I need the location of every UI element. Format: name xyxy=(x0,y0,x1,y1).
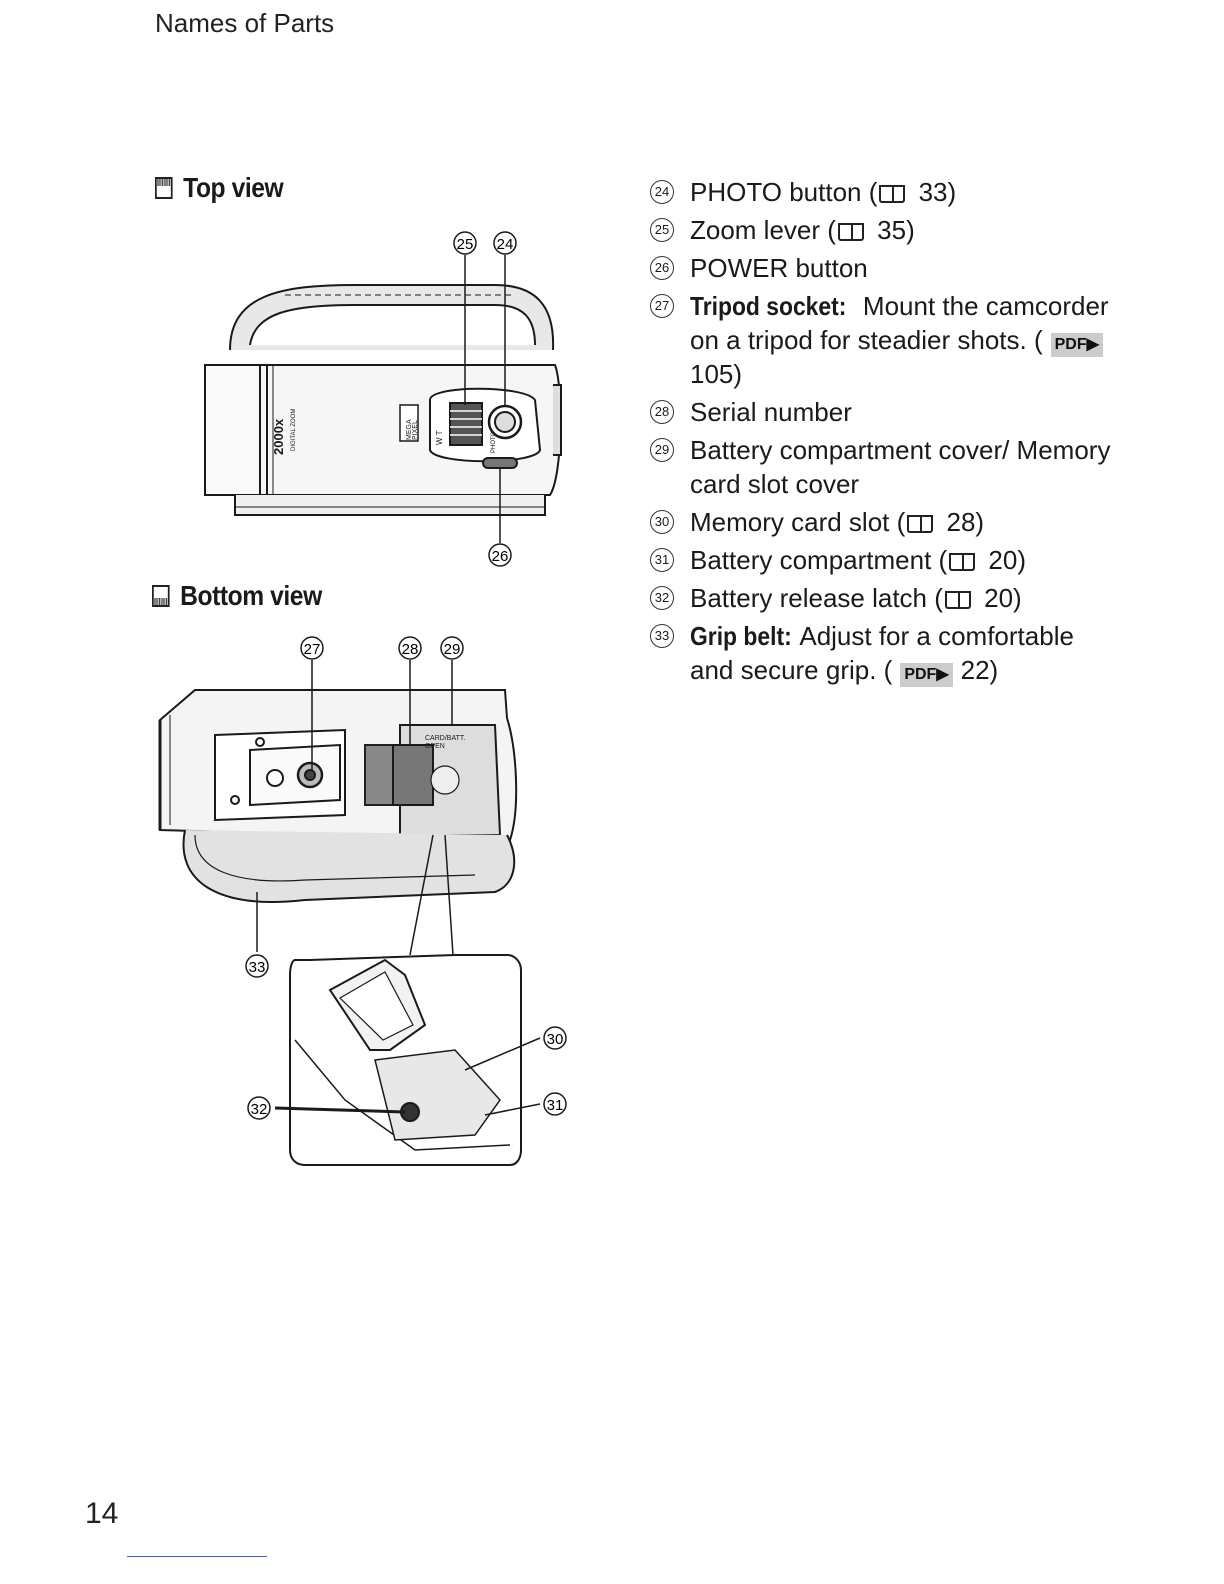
part-number: 31 xyxy=(650,548,674,572)
part-number: 32 xyxy=(650,586,674,610)
part-text: Mount the camcorder on a tripod for stea… xyxy=(690,291,1109,355)
part-item-33: 33 Grip belt: Adjust for a comfortable a… xyxy=(650,619,1120,687)
page-ref: 22) xyxy=(960,655,999,685)
part-number: 28 xyxy=(650,400,674,424)
book-icon xyxy=(949,553,976,571)
page-ref: 20) xyxy=(976,583,1022,613)
page-ref: 105) xyxy=(690,359,743,389)
part-term: Tripod socket: xyxy=(690,291,847,321)
footer-rule xyxy=(127,1556,267,1557)
open-label: OPEN xyxy=(425,743,445,750)
part-text: POWER button xyxy=(690,253,868,283)
wt-label: W T xyxy=(435,430,444,445)
page-ref: 28) xyxy=(939,507,985,537)
zoom-sub-label: DIGITAL ZOOM xyxy=(291,409,297,451)
top-view-icon xyxy=(155,177,173,199)
zoom-badge-label: 2000x xyxy=(271,418,286,455)
part-item-25: 25 Zoom lever ( 35) xyxy=(650,213,1120,247)
part-text: PHOTO button ( xyxy=(690,177,878,207)
part-number: 30 xyxy=(650,510,674,534)
part-number: 26 xyxy=(650,256,674,280)
part-text: Memory card slot ( xyxy=(690,507,906,537)
callout-28: 28 xyxy=(402,641,419,658)
part-text: Adjust for a comfortable and secure grip… xyxy=(690,621,1074,685)
part-item-24: 24 PHOTO button ( 33) xyxy=(650,175,1120,209)
part-text: Battery release latch ( xyxy=(690,583,943,613)
callout-26: 26 xyxy=(492,548,509,565)
part-item-26: 26 POWER button xyxy=(650,251,1120,285)
part-text: Serial number xyxy=(690,397,852,427)
bottom-view-icon xyxy=(152,585,170,607)
part-item-32: 32 Battery release latch ( 20) xyxy=(650,581,1120,615)
bottom-view-heading: Bottom view xyxy=(152,580,322,612)
card-batt-label: CARD/BATT. xyxy=(425,735,465,742)
part-number: 25 xyxy=(650,218,674,242)
top-view-heading: Top view xyxy=(155,172,284,204)
part-item-31: 31 Battery compartment ( 20) xyxy=(650,543,1120,577)
callout-33: 33 xyxy=(249,959,266,976)
part-item-30: 30 Memory card slot ( 28) xyxy=(650,505,1120,539)
pdf-icon: PDF▶ xyxy=(1050,333,1103,357)
mega-label: MEGA xyxy=(406,419,413,440)
part-item-29: 29 Battery compartment cover/ Memory car… xyxy=(650,433,1120,501)
bottom-view-figure: CARD/BATT. OPEN 27 28 29 33 30 31 32 xyxy=(158,636,567,1166)
running-head: Names of Parts xyxy=(155,8,335,38)
book-icon xyxy=(907,515,934,533)
top-view-title: Top view xyxy=(183,172,284,203)
pdf-icon: PDF▶ xyxy=(900,663,953,687)
book-icon xyxy=(879,185,906,203)
part-text: Battery compartment ( xyxy=(690,545,948,575)
parts-list: 24 PHOTO button ( 33) 25 Zoom lever ( 35… xyxy=(650,175,1120,691)
part-text: Battery compartment cover/ Memory card s… xyxy=(690,435,1111,499)
part-term: Grip belt: xyxy=(690,621,792,651)
page-ref: 35) xyxy=(869,215,915,245)
callout-24: 24 xyxy=(497,236,514,253)
page-number: 14 xyxy=(85,1497,119,1530)
top-view-figure: 2000x DIGITAL ZOOM MEGA PIXEL W T PHOTO … xyxy=(204,231,562,567)
page-ref: 20) xyxy=(981,545,1027,575)
part-text: Zoom lever ( xyxy=(690,215,836,245)
bottom-view-title: Bottom view xyxy=(180,580,322,611)
part-number: 29 xyxy=(650,438,674,462)
part-number: 24 xyxy=(650,180,674,204)
callout-32: 32 xyxy=(251,1101,268,1118)
book-icon xyxy=(837,223,864,241)
callout-27: 27 xyxy=(304,641,321,658)
callout-25: 25 xyxy=(457,236,474,253)
pixel-label: PIXEL xyxy=(412,420,419,440)
page-ref: 33) xyxy=(911,177,957,207)
photo-label: PHOTO xyxy=(491,431,497,453)
book-icon xyxy=(944,591,971,609)
part-item-27: 27 Tripod socket: Mount the camcorder on… xyxy=(650,289,1120,391)
callout-30: 30 xyxy=(547,1031,564,1048)
callout-29: 29 xyxy=(444,641,461,658)
part-item-28: 28 Serial number xyxy=(650,395,1120,429)
part-number: 33 xyxy=(650,624,674,648)
callout-31: 31 xyxy=(547,1097,564,1114)
part-number: 27 xyxy=(650,294,674,318)
